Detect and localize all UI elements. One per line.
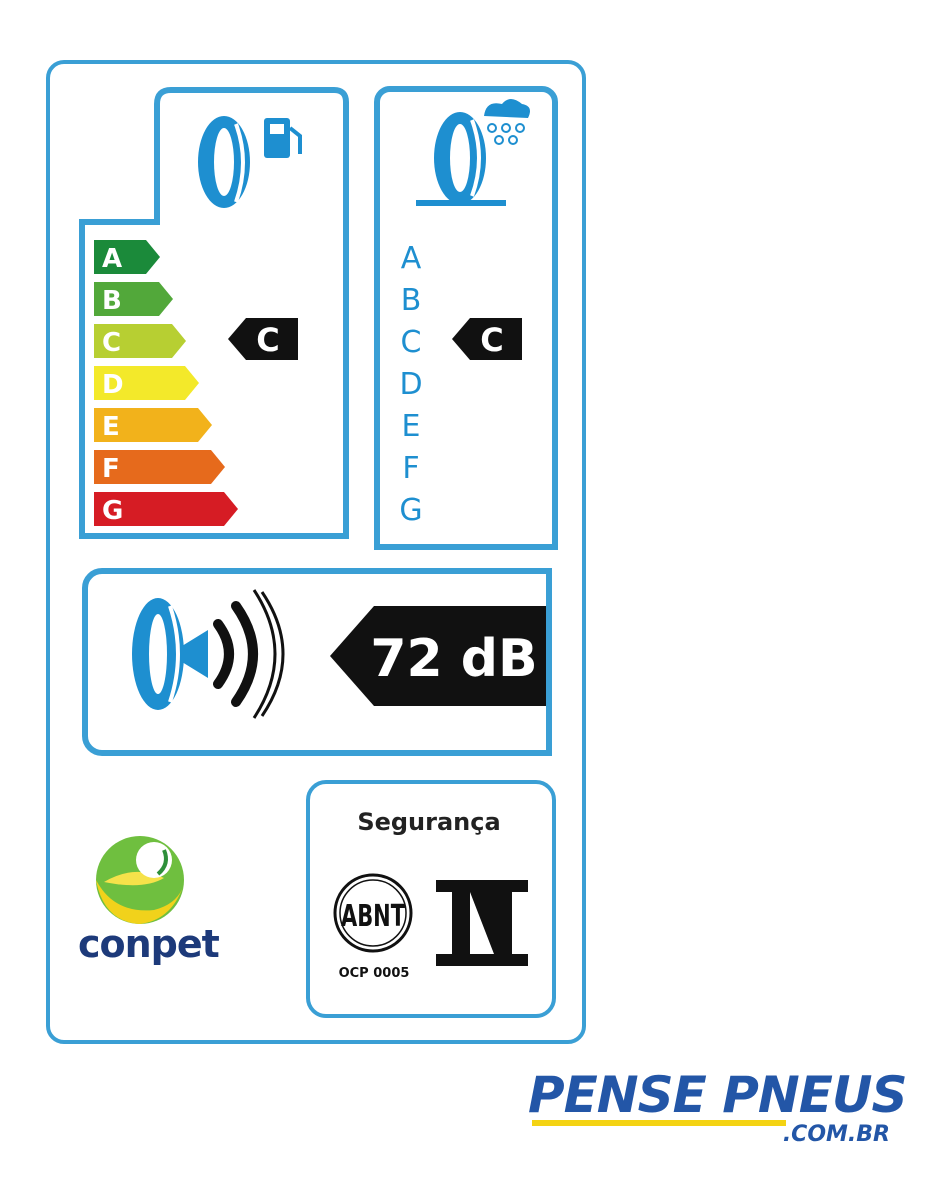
fuel-grade-arrow-c: [94, 324, 186, 358]
fuel-grade-letter: E: [102, 412, 120, 442]
fuel-grade-arrow-f: [94, 450, 225, 484]
tire-rain-cloud-icon: [416, 99, 530, 206]
fuel-grade-letter: A: [102, 244, 122, 274]
noise-value-text: 72 dB: [370, 629, 537, 689]
noise-value-badge: 72 dB: [330, 606, 546, 706]
wet-grade-letter: B: [400, 283, 422, 318]
fuel-grade-arrow-b: [94, 282, 173, 316]
wet-grip-rating-letter: C: [480, 321, 503, 359]
brand-domain: .COM.BR: [782, 1122, 890, 1147]
brand-underline: [532, 1120, 786, 1126]
wet-grip-panel: [374, 86, 558, 550]
wet-grip-grade-list: A B C D E F G: [396, 238, 426, 530]
fuel-grade-arrow-a: [94, 240, 160, 274]
wet-grade-letter: F: [402, 451, 420, 486]
safety-panel: [306, 780, 556, 1018]
fuel-grade-letter: B: [102, 286, 122, 316]
fuel-grade-arrow-e: [94, 408, 212, 442]
tire-fuel-pump-icon: [198, 116, 302, 208]
abnt-seal-icon: ABNT: [333, 873, 413, 953]
fuel-grade-arrow-g: [94, 492, 238, 526]
wet-grip-rating-badge: C: [452, 318, 522, 360]
fuel-efficiency-panel: [79, 87, 349, 539]
tire-sound-waves-icon: [132, 589, 285, 719]
fuel-grade-arrow-d: [94, 366, 199, 400]
safety-title: Segurança: [357, 808, 501, 836]
fuel-rating-badge: C: [228, 318, 298, 360]
fuel-grade-letter: C: [102, 328, 121, 358]
ocp-code: OCP 0005: [338, 966, 410, 981]
noise-panel: [82, 568, 552, 756]
inmetro-logo-icon: [436, 880, 528, 966]
abnt-seal-text: ABNT: [341, 899, 405, 934]
wet-grade-letter: G: [399, 493, 423, 528]
wet-grade-letter: A: [400, 241, 422, 276]
wet-grade-letter: E: [401, 409, 421, 444]
fuel-rating-letter: C: [256, 321, 279, 359]
conpet-logo-icon: [96, 836, 184, 924]
wet-grade-letter: C: [400, 325, 422, 360]
fuel-grade-letter: G: [102, 496, 123, 526]
brand-name: PENSE PNEUS: [528, 1066, 907, 1124]
fuel-grade-letter: D: [102, 370, 124, 400]
conpet-wordmark: conpet: [78, 922, 220, 966]
label-frame: [46, 60, 586, 1044]
fuel-grade-letter: F: [102, 454, 120, 484]
wet-grade-letter: D: [399, 367, 423, 402]
